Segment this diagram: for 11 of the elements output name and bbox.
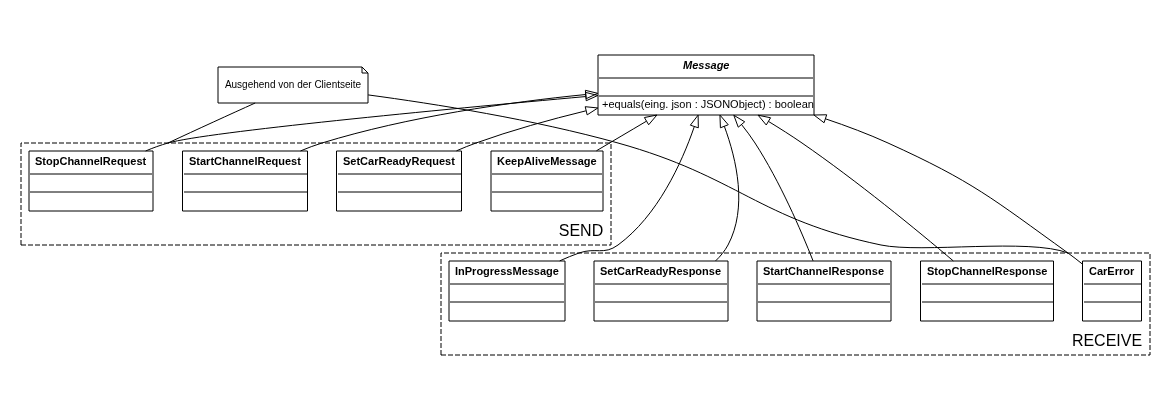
arrow xyxy=(715,114,740,261)
arrow xyxy=(757,114,954,261)
arrow xyxy=(595,114,658,151)
arrow xyxy=(456,105,599,151)
arrow xyxy=(300,89,599,151)
arrow xyxy=(559,114,699,261)
connector xyxy=(167,102,256,143)
arrow xyxy=(733,114,814,261)
arrow xyxy=(813,113,1083,264)
connector xyxy=(367,93,1069,253)
arrow xyxy=(145,91,599,151)
